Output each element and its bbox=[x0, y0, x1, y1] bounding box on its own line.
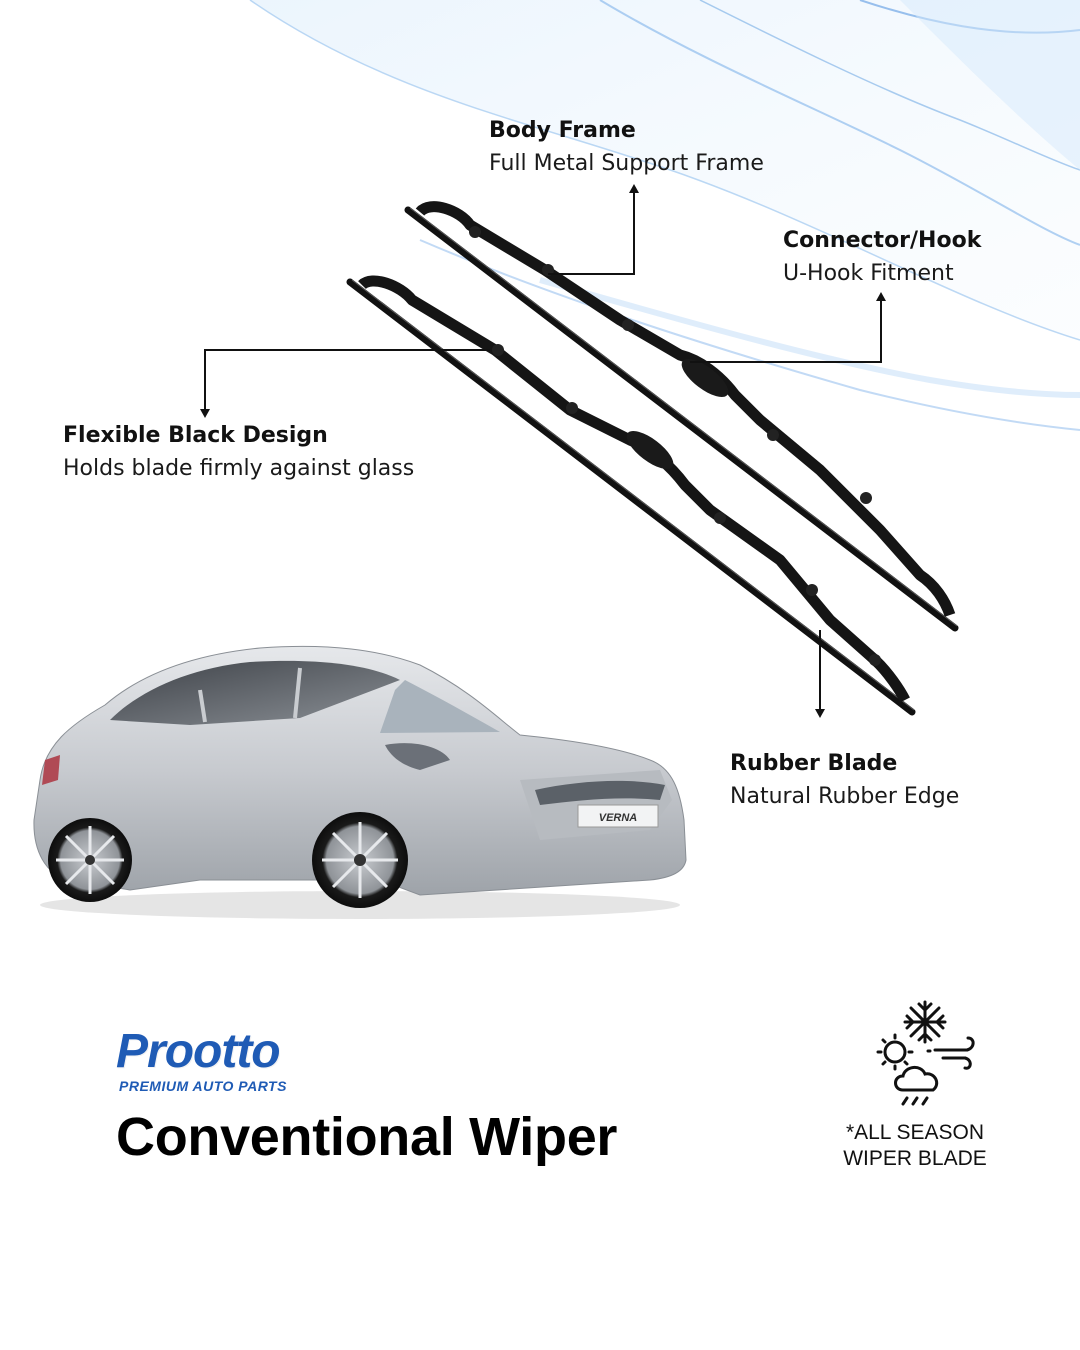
callout-connector: Connector/Hook U-Hook Fitment bbox=[783, 224, 981, 290]
callout-title: Flexible Black Design bbox=[63, 423, 328, 448]
season-line-1: *ALL SEASON bbox=[845, 1121, 985, 1144]
callout-title: Connector/Hook bbox=[783, 228, 982, 253]
season-line-2: WIPER BLADE bbox=[843, 1147, 987, 1170]
callout-subtitle: Full Metal Support Frame bbox=[489, 151, 764, 176]
brand-name: Prootto bbox=[116, 1025, 281, 1078]
arrow-up-icon bbox=[876, 292, 886, 301]
arrow-down-icon bbox=[200, 409, 210, 418]
callout-subtitle: Natural Rubber Edge bbox=[730, 784, 960, 809]
all-season-badge: *ALL SEASON WIPER BLADE bbox=[830, 990, 1000, 1172]
callout-subtitle: Holds blade firmly against glass bbox=[63, 456, 415, 481]
callout-flexible-design: Flexible Black Design Holds blade firmly… bbox=[63, 419, 414, 485]
rain-icon bbox=[901, 1096, 929, 1106]
callout-title: Rubber Blade bbox=[730, 751, 898, 776]
callout-title: Body Frame bbox=[489, 118, 636, 143]
brand-logo: Prootto PREMIUM AUTO PARTS bbox=[116, 1025, 287, 1095]
flexible-line bbox=[204, 349, 490, 410]
brand-tagline: PREMIUM AUTO PARTS bbox=[119, 1078, 287, 1094]
sun-icon bbox=[876, 1033, 914, 1071]
callout-rubber-blade: Rubber Blade Natural Rubber Edge bbox=[730, 747, 959, 813]
season-caption: *ALL SEASON WIPER BLADE bbox=[830, 1120, 1000, 1172]
lower-wiper-blade bbox=[346, 275, 916, 716]
snowflake-icon bbox=[903, 1000, 947, 1044]
car-badge: VERNA bbox=[599, 812, 638, 824]
body-frame-line bbox=[548, 192, 635, 275]
all-weather-icon bbox=[876, 1000, 975, 1106]
product-title: Conventional Wiper bbox=[116, 1107, 618, 1167]
callout-subtitle: U-Hook Fitment bbox=[783, 261, 954, 286]
license-plate bbox=[577, 804, 659, 828]
connector-line bbox=[690, 300, 882, 363]
wind-icon bbox=[926, 1036, 975, 1070]
arrow-up-icon bbox=[629, 184, 639, 193]
upper-wiper-blade bbox=[404, 201, 959, 632]
arrow-down-icon bbox=[815, 709, 825, 718]
cloud-icon bbox=[894, 1066, 939, 1092]
callout-body-frame: Body Frame Full Metal Support Frame bbox=[489, 114, 764, 180]
